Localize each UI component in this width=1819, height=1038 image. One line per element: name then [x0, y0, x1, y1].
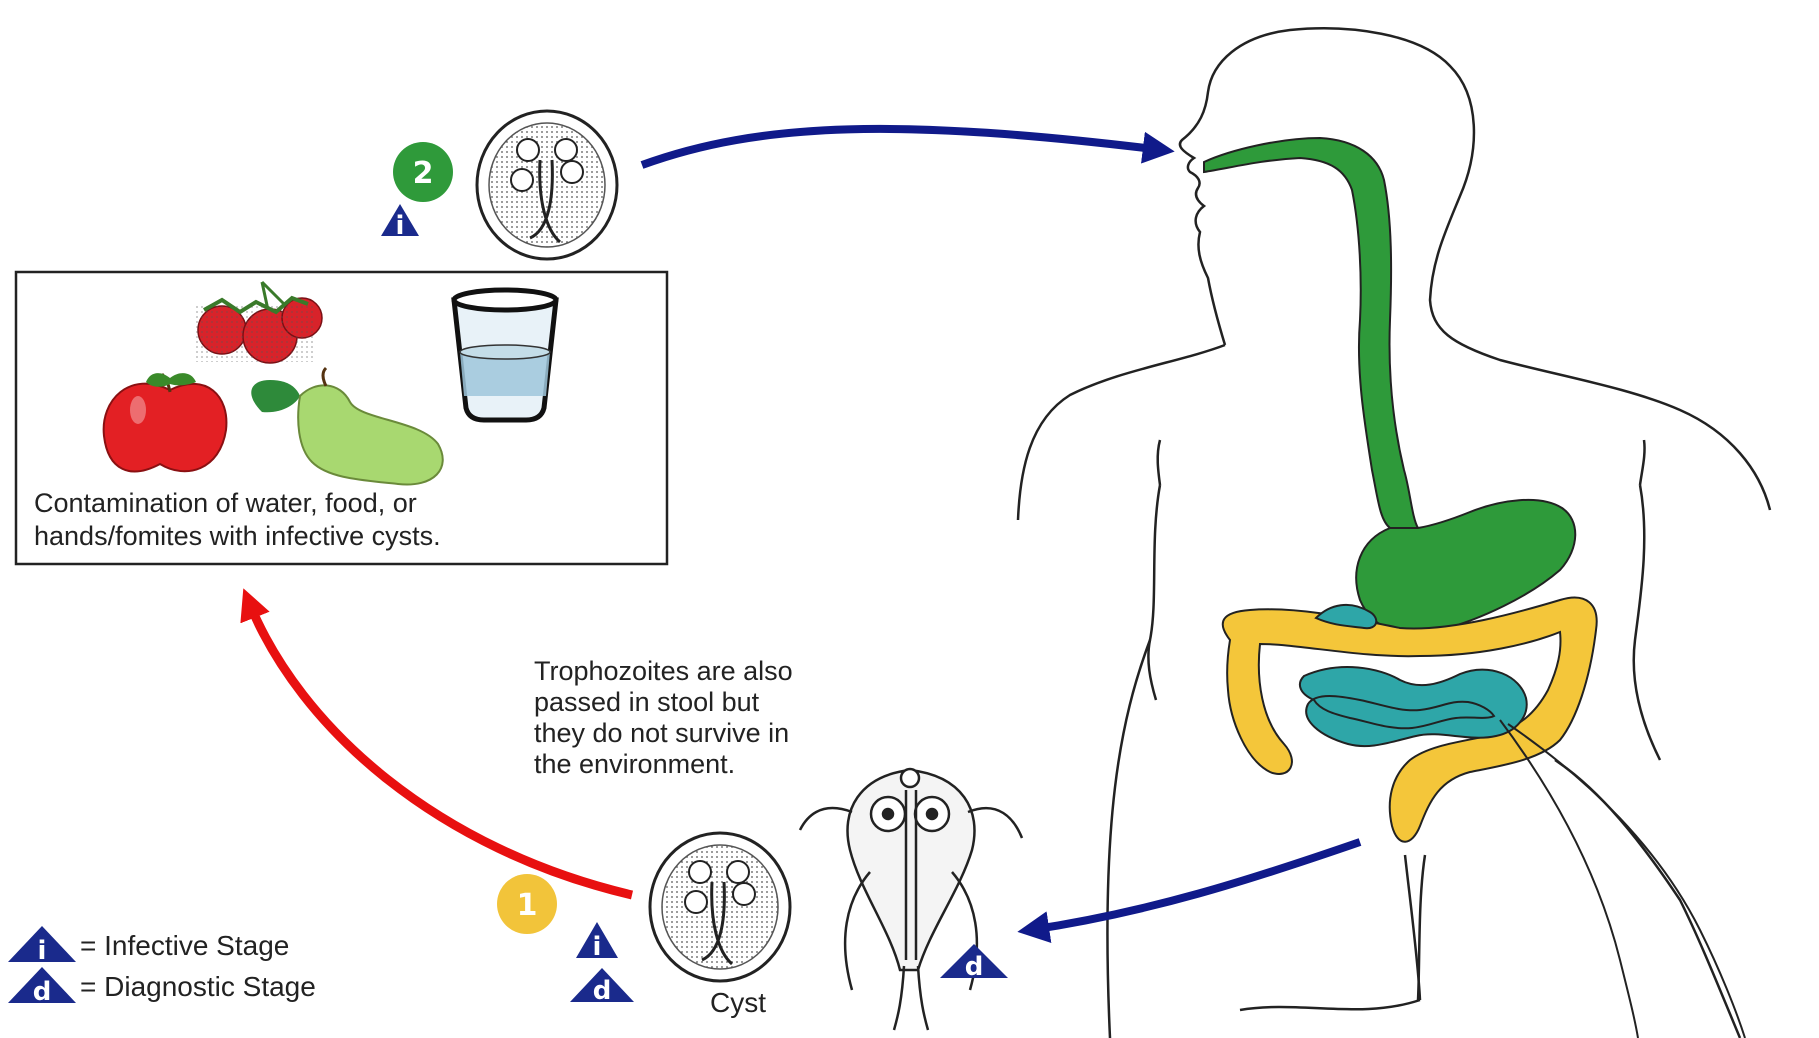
trophozoite-note-line1: Trophozoites are also [534, 656, 793, 686]
trophozoite-note-line4: the environment. [534, 749, 735, 779]
infective-stage-marker: i [381, 204, 419, 241]
svg-text:i: i [396, 211, 405, 241]
trophozoite-icon [800, 769, 1022, 1030]
svg-text:2: 2 [413, 156, 434, 191]
legend-diagnostic-label: = Diagnostic Stage [80, 971, 316, 1002]
excretion-arrow [1030, 842, 1360, 930]
cyst-infective-marker: i [576, 922, 618, 962]
trophozoite-note-line3: they do not survive in [534, 718, 789, 748]
legend: i = Infective Stage d = Diagnostic Stage [8, 926, 316, 1007]
svg-text:d: d [33, 977, 52, 1007]
digestive-tract [1204, 138, 1597, 842]
svg-text:d: d [965, 952, 984, 982]
water-glass-icon [454, 290, 556, 420]
small-intestine [1300, 667, 1527, 746]
legend-diagnostic-marker: d [8, 967, 76, 1007]
svg-text:1: 1 [517, 888, 538, 923]
cyst-icon [477, 111, 617, 259]
svg-text:i: i [593, 932, 602, 962]
ingestion-arrow [642, 129, 1162, 165]
contamination-caption-line1: Contamination of water, food, or [34, 488, 417, 518]
svg-text:i: i [38, 936, 47, 966]
contamination-caption-line2: hands/fomites with infective cysts. [34, 521, 441, 551]
trophozoite-diagnostic-marker: d [940, 944, 1008, 982]
legend-infective-label: = Infective Stage [80, 930, 289, 961]
intestine-pointer-lines [1500, 720, 1745, 1038]
cyst-diagnostic-marker: d [570, 968, 634, 1006]
cyst-icon [650, 833, 790, 981]
step-2-badge: 2 [393, 142, 453, 202]
trophozoite-note-line2: passed in stool but [534, 687, 760, 717]
legend-infective-marker: i [8, 926, 76, 966]
esophagus [1204, 138, 1418, 528]
cyst-label: Cyst [710, 987, 766, 1018]
step-1-badge: 1 [497, 874, 557, 934]
svg-text:d: d [593, 976, 612, 1006]
